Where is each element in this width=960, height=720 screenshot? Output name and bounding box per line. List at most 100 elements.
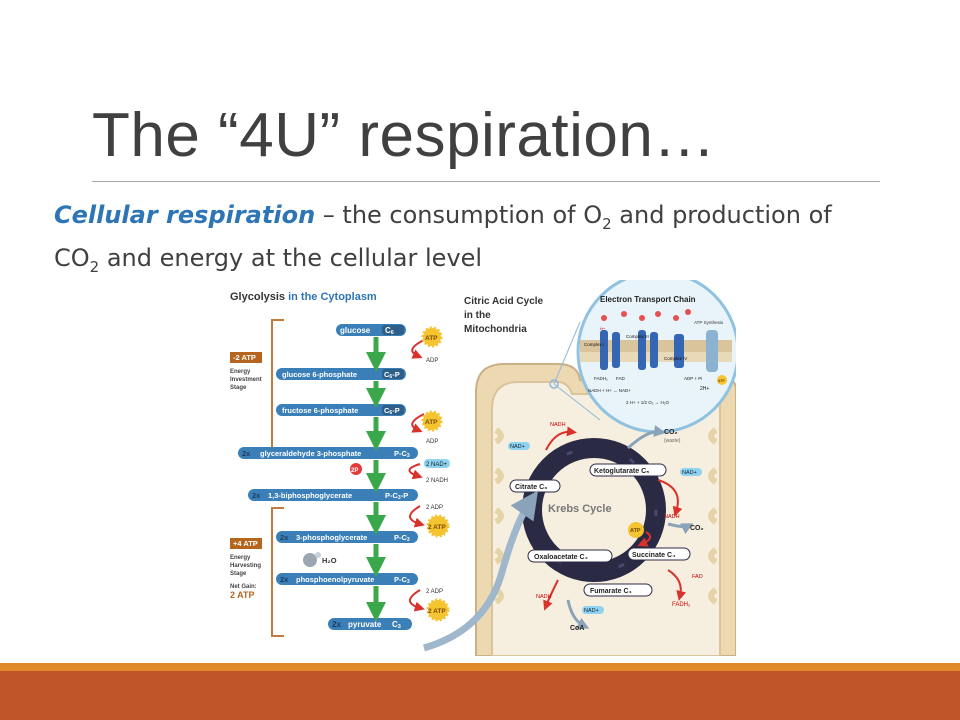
krebs-citrate: Citrate C₆ <box>509 479 561 493</box>
svg-text:2 ATP: 2 ATP <box>428 608 446 615</box>
net-gain-label: Net Gain: <box>230 584 257 590</box>
svg-text:Citrate C₆: Citrate C₆ <box>515 484 547 491</box>
krebs-gray-arrows <box>566 425 694 629</box>
footer-stripe-dark <box>0 671 960 720</box>
atp-synthesis-label: ATP Synthesis <box>694 320 724 325</box>
krebs-center-label: Krebs Cycle <box>548 503 612 515</box>
fadh2-label: FADH₂ <box>672 602 691 608</box>
svg-text:P-C3: P-C3 <box>394 449 410 459</box>
atp-label: ATP <box>718 379 725 383</box>
harvest-badge <box>230 538 262 549</box>
zoom-line <box>553 321 581 385</box>
molecule-1-3-biphosphoglycerate: 2x 1,3-biphosphoglycerate P-C3-P <box>248 489 418 501</box>
net-gain-value: 2 ATP <box>230 590 255 600</box>
harvest-bracket <box>271 507 284 637</box>
stage-label: Stage <box>230 385 247 391</box>
atp-sun-icon: ATP <box>421 326 443 348</box>
pyruvate-transport-arrow <box>423 490 539 652</box>
svg-text:2x: 2x <box>252 491 261 500</box>
nad-label: 2 NAD+ <box>426 462 448 468</box>
cristae <box>494 427 718 605</box>
proton-icons <box>601 309 691 321</box>
svg-text:2x: 2x <box>242 449 251 458</box>
svg-text:2 ATP: 2 ATP <box>428 524 446 531</box>
fad-label: FAD <box>616 376 626 381</box>
svg-text:fructose 6-phosphate: fructose 6-phosphate <box>282 406 358 415</box>
citric-title: Citric Acid Cycle <box>464 296 544 307</box>
svg-text:Ketoglutarate C₅: Ketoglutarate C₅ <box>594 468 649 475</box>
svg-text:P-C3: P-C3 <box>394 533 410 543</box>
atp-label: ATP <box>630 528 641 534</box>
molecule-pyruvate: 2x pyruvate C3 <box>328 618 412 630</box>
krebs-side-arrows <box>543 426 687 611</box>
nadh-label: 2 NADH <box>426 478 448 484</box>
svg-text:2x: 2x <box>332 620 341 629</box>
atp-sun-icon <box>717 375 727 385</box>
atp-sun-icon: 2 ATP <box>426 598 450 622</box>
water-molecule-icon: H₂O <box>303 552 337 567</box>
svg-text:phosphoenolpyruvate: phosphoenolpyruvate <box>296 575 374 584</box>
proton-label: H+ <box>600 326 606 331</box>
svg-text:glyceraldehyde 3-phosphate: glyceraldehyde 3-phosphate <box>260 449 361 458</box>
adp-pi-label: ADP + Pi <box>684 376 702 381</box>
complex-label: Complex I <box>584 342 604 347</box>
svg-text:Fumarate C₄: Fumarate C₄ <box>590 588 632 595</box>
stage-label: Investment <box>230 377 262 383</box>
waste-label: (waste) <box>664 438 681 444</box>
svg-text:H₂O: H₂O <box>322 556 337 565</box>
citric-title: Mitochondria <box>464 324 527 335</box>
cellular-respiration-diagram: Glycolysis in the Cytoplasm -2 ATP Energ… <box>230 280 736 656</box>
nad-badge <box>582 606 604 614</box>
krebs-ketoglutarate: Ketoglutarate C₅ <box>589 463 667 477</box>
nadh-label: NADH <box>550 422 566 428</box>
citric-title: in the <box>464 310 491 321</box>
svg-text:glucose 6-phosphate: glucose 6-phosphate <box>282 370 357 379</box>
complex-label: Complex IV <box>664 356 687 361</box>
definition-text: Cellular respiration – the consumption o… <box>54 198 894 284</box>
slide-title: The “4U” respiration… <box>92 101 716 170</box>
stage-label: Harvesting <box>230 563 261 569</box>
krebs-cycle-arrows <box>530 446 658 574</box>
footer-stripe-light <box>0 663 960 671</box>
nad-label: NAD+ <box>510 444 525 450</box>
definition-part: CO <box>54 243 90 272</box>
stage-label: Stage <box>230 571 247 577</box>
svg-text:Oxaloacetate C₄: Oxaloacetate C₄ <box>534 554 588 561</box>
stage-label: Energy <box>230 555 251 561</box>
title-divider <box>92 181 880 182</box>
svg-text:P-C3-P: P-C3-P <box>385 491 408 501</box>
phosphate-icon <box>350 463 362 475</box>
nad-badge <box>424 459 450 468</box>
molecule-3-phosphoglycerate: 2x 3-phosphoglycerate P-C3 <box>276 531 418 543</box>
atp-sun-icon: 2 ATP <box>426 514 450 538</box>
svg-text:C6-P: C6-P <box>384 370 400 380</box>
nad-label: NAD+ <box>584 608 599 614</box>
co2-label: CO₂ <box>664 429 678 436</box>
harvest-value: +4 ATP <box>233 539 258 548</box>
definition-term: Cellular respiration <box>54 201 316 229</box>
adp-label: ADP <box>426 358 438 364</box>
zoom-line <box>553 383 601 421</box>
molecule-glyceraldehyde-3-phosphate: 2x glyceraldehyde 3-phosphate P-C3 <box>238 447 418 459</box>
svg-text:Succinate C₄: Succinate C₄ <box>632 552 675 559</box>
svg-text:2x: 2x <box>280 533 289 542</box>
svg-text:C3: C3 <box>392 620 401 630</box>
molecule-fructose-6-phosphate: fructose 6-phosphate C6-P <box>276 404 406 416</box>
svg-text:1,3-biphosphoglycerate: 1,3-biphosphoglycerate <box>268 491 352 500</box>
investment-value: -2 ATP <box>233 353 256 362</box>
nadh-reaction: NADH + H+ → NAD+ <box>588 388 631 393</box>
stage-label: Energy <box>230 369 251 375</box>
svg-text:C6-P: C6-P <box>384 406 400 416</box>
adp-label: ADP <box>426 439 438 445</box>
svg-text:glucose: glucose <box>340 326 371 335</box>
water-reaction: 2 H+ + 1/2 O₂ → H₂O <box>626 400 670 405</box>
adp-label: 2 ADP <box>426 505 443 511</box>
nad-label: NAD+ <box>682 470 697 476</box>
side-arrows <box>408 339 425 612</box>
definition-part: and production of <box>611 201 832 229</box>
glycolysis-title: Glycolysis in the Cytoplasm <box>230 291 377 303</box>
two-h-label: 2H+ <box>700 386 709 392</box>
phosphate-label: 2P <box>351 468 358 474</box>
nadh-label: NADH <box>536 594 552 600</box>
subscript: 2 <box>89 257 100 276</box>
